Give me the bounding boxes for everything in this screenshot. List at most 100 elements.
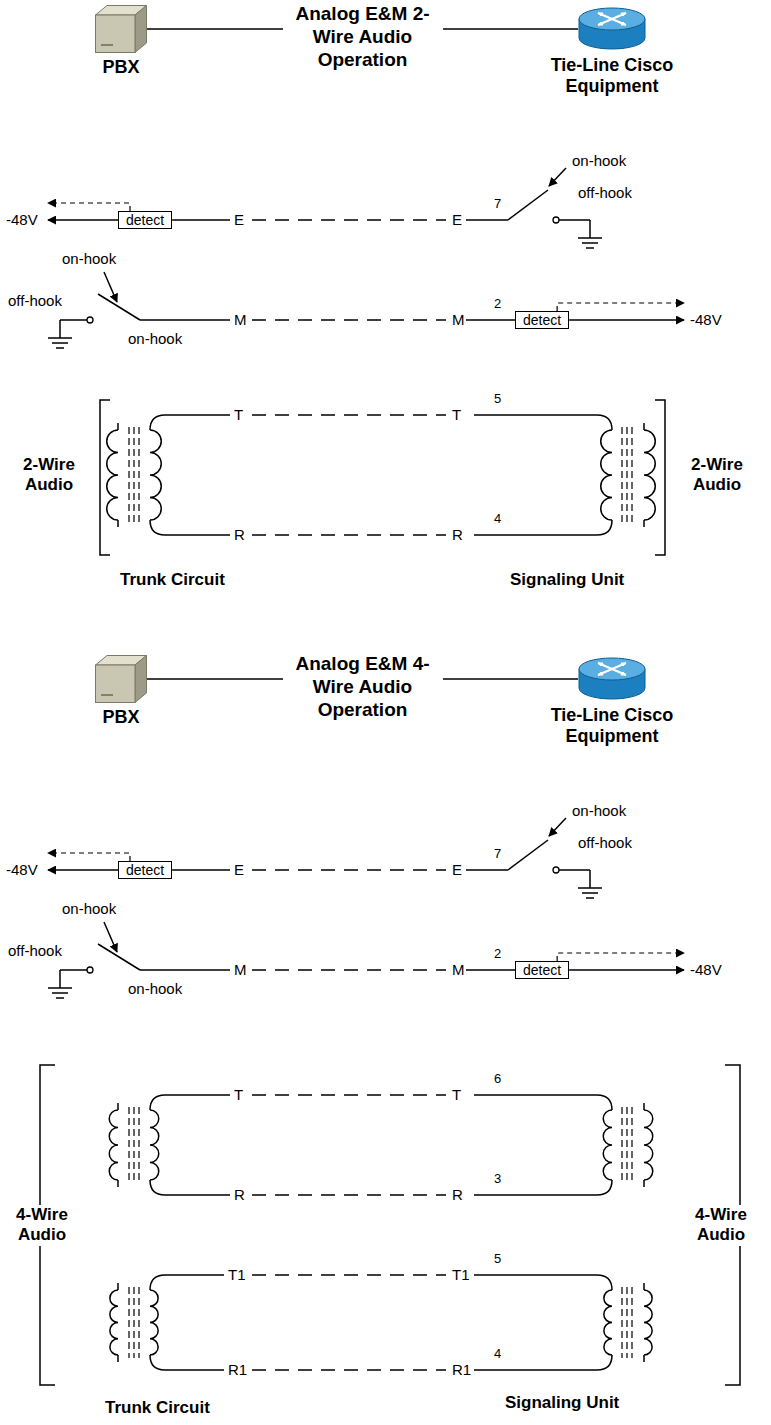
winding-lead <box>643 1103 645 1110</box>
connection-title: Analog E&M 2-Wire Audio Operation <box>283 2 443 71</box>
signal-label: M <box>452 961 465 979</box>
pbx-slot <box>101 44 113 46</box>
winding-lead <box>117 1355 119 1362</box>
signal-label: T1 <box>228 1266 246 1284</box>
transformer-core <box>631 1287 632 1358</box>
pin-number: 6 <box>494 1071 501 1087</box>
signal-label: on-hook <box>128 330 182 348</box>
m-lead <box>60 969 87 971</box>
transformer-core <box>621 427 622 523</box>
winding-lead <box>643 520 645 527</box>
pbx-side <box>135 6 147 53</box>
tie-line <box>252 414 446 416</box>
transformer-winding <box>109 1110 118 1180</box>
transformer-core <box>128 427 129 523</box>
transformer-core <box>128 1287 129 1358</box>
transformer-winding <box>110 1290 118 1355</box>
transformer-winding <box>604 1290 612 1355</box>
ground-lead <box>589 220 591 238</box>
ground-lead <box>59 320 61 338</box>
battery-arrow <box>569 319 684 321</box>
tip-wire <box>474 1095 612 1110</box>
bracket <box>655 400 665 555</box>
signal-label: -48V <box>6 861 38 879</box>
signal-label: T <box>452 406 461 424</box>
tip-wire <box>474 415 612 430</box>
pin-number: 2 <box>494 946 501 962</box>
winding-lead <box>643 1180 645 1187</box>
transformer-core <box>138 427 139 523</box>
section-caption: Signaling Unit <box>505 1393 619 1413</box>
connection-title: Analog E&M 4-Wire Audio Operation <box>283 652 443 721</box>
signal-label: -48V <box>6 211 38 229</box>
ground-symbol <box>48 987 72 989</box>
pin-number: 3 <box>494 1171 501 1187</box>
transformer-core <box>138 1287 139 1358</box>
winding-lead <box>117 423 119 430</box>
signal-label: R1 <box>452 1361 471 1379</box>
router-top <box>579 658 645 680</box>
m-lead <box>466 969 515 971</box>
section-caption: Trunk Circuit <box>120 570 225 590</box>
pbx-front <box>96 665 136 703</box>
transformer-core <box>138 1107 139 1183</box>
tip-wire <box>150 415 230 430</box>
transformer-core <box>626 1287 627 1358</box>
battery-arrow <box>48 219 118 221</box>
winding-lead <box>117 520 119 527</box>
tie-line <box>252 219 446 221</box>
transformer-winding <box>107 430 118 520</box>
battery-arrow <box>569 969 684 971</box>
device-label: Tie-Line Cisco Equipment <box>517 705 707 746</box>
ground-symbol <box>56 997 64 999</box>
detect-box: detect <box>118 861 172 879</box>
signal-label: E <box>234 861 244 879</box>
detect-flow-arrow <box>48 203 130 211</box>
transformer-core <box>133 1107 134 1183</box>
router-shape <box>578 7 646 51</box>
e-lead <box>172 869 230 871</box>
signal-label: R <box>452 1186 463 1204</box>
bracket <box>100 400 110 555</box>
detect-flow-arrow <box>557 303 684 311</box>
e-lead <box>559 219 590 221</box>
m-lead <box>140 319 230 321</box>
pin-number: 7 <box>494 196 501 212</box>
signal-label: R <box>234 1186 245 1204</box>
signal-label: T1 <box>452 1266 470 1284</box>
winding-lead <box>643 1355 645 1362</box>
switch-blade <box>98 294 140 320</box>
signal-label: R <box>452 526 463 544</box>
switch-contact <box>553 867 559 873</box>
transformer-winding <box>150 430 161 520</box>
switch-contact <box>87 317 93 323</box>
router-top <box>579 8 645 30</box>
section-caption: 2-Wire Audio <box>672 455 762 496</box>
on-hook-arrow <box>549 818 566 836</box>
ground-symbol <box>52 342 68 344</box>
switch-blade <box>508 190 548 220</box>
tie-line <box>252 319 446 321</box>
detector-label: detect <box>523 312 561 328</box>
router-icon: Tie-Line Cisco Equipment <box>578 7 646 51</box>
transformer-core <box>621 1287 622 1358</box>
section-caption: 4-Wire Audio <box>2 1205 82 1246</box>
signal-label: on-hook <box>572 152 626 170</box>
section-caption: 4-Wire Audio <box>676 1205 766 1246</box>
signal-label: E <box>452 861 462 879</box>
pin-number: 4 <box>494 511 501 527</box>
ring-wire <box>150 1355 224 1370</box>
tip-wire <box>474 1275 612 1290</box>
signal-label: E <box>234 211 244 229</box>
transformer-winding <box>150 1110 159 1180</box>
transformer-core <box>133 427 134 523</box>
pin-number: 5 <box>494 391 501 407</box>
ground-symbol <box>578 237 602 239</box>
tie-line <box>252 969 446 971</box>
router-arrowheads <box>598 13 626 25</box>
detect-flow-arrow <box>557 953 684 961</box>
detect-box: detect <box>515 961 569 979</box>
tie-line <box>252 534 446 536</box>
pin-number: 7 <box>494 846 501 862</box>
winding-lead <box>117 1180 119 1187</box>
